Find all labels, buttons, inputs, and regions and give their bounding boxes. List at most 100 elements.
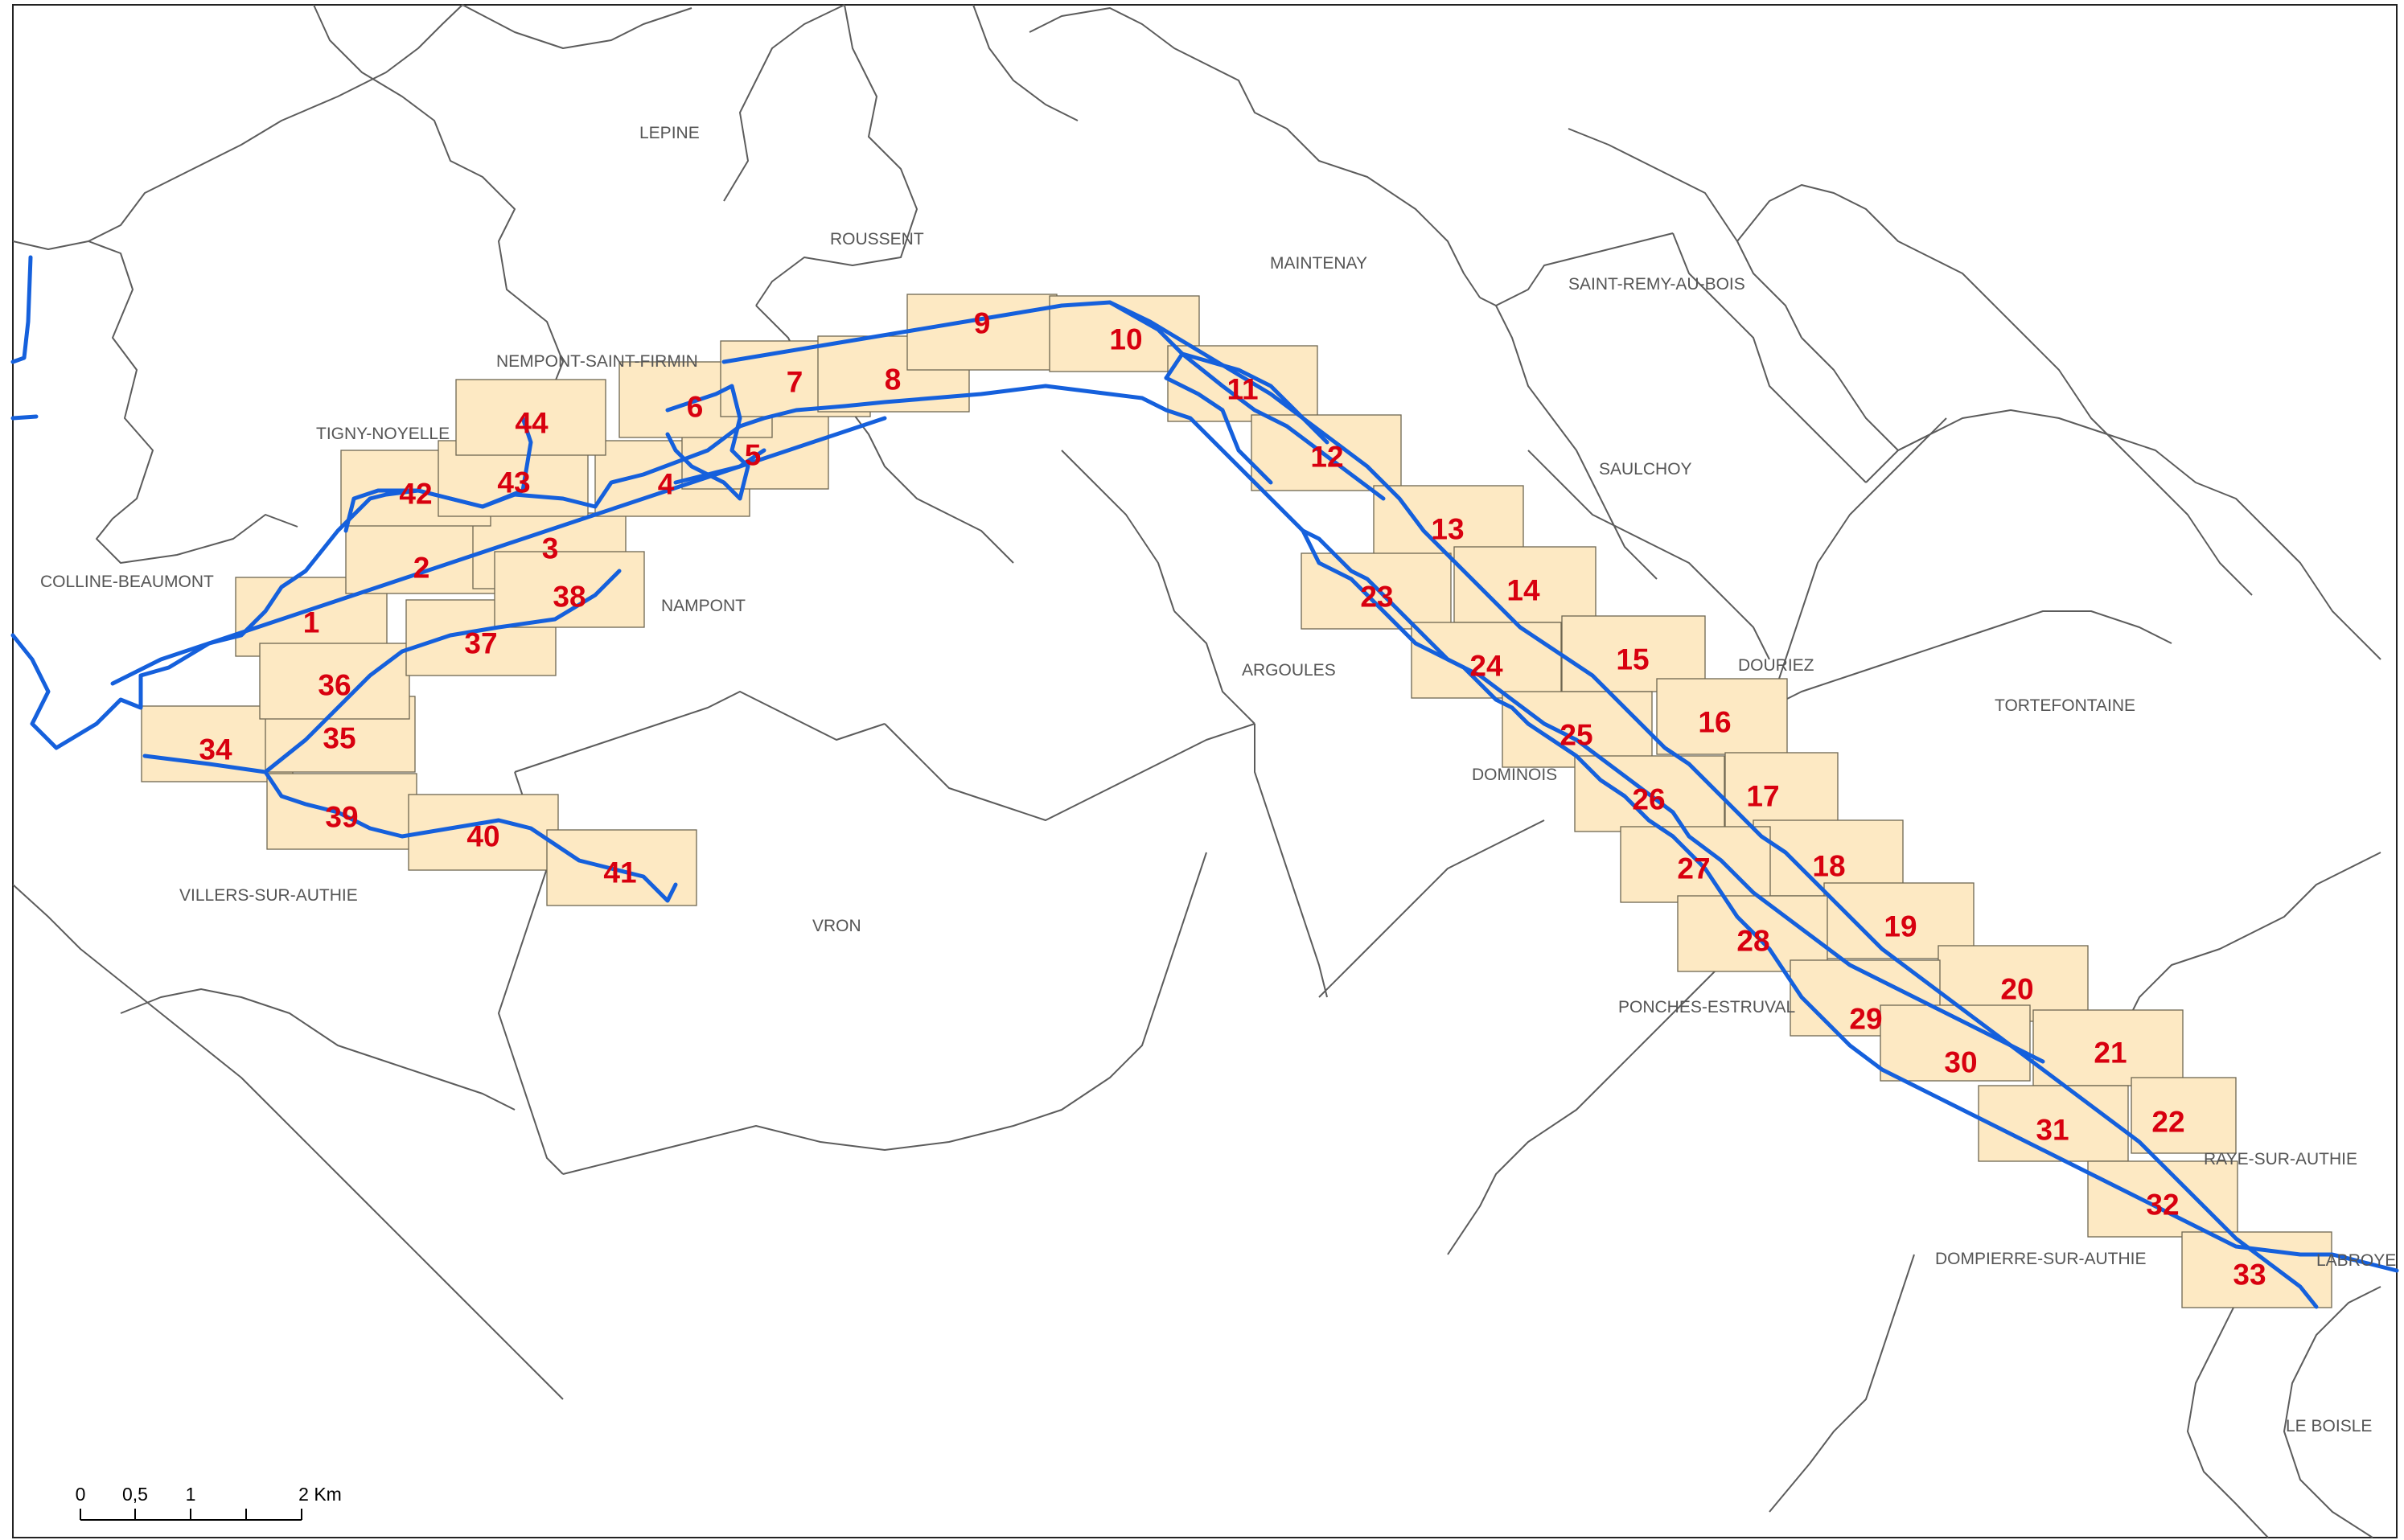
tile-label-14: 14 — [1506, 574, 1540, 607]
commune-label-dominois: DOMINOIS — [1472, 766, 1557, 784]
tile-label-37: 37 — [464, 627, 497, 660]
tile-label-17: 17 — [1746, 780, 1779, 813]
scale-tick-0: 0 — [76, 1484, 86, 1505]
river-6-loop — [665, 384, 750, 501]
commune-label-dompierre-sur-authie: DOMPIERRE-SUR-AUTHIE — [1935, 1250, 2147, 1268]
commune-boundaries — [12, 4, 2381, 1538]
commune-label-douriez: DOURIEZ — [1738, 656, 1814, 675]
tile-label-24: 24 — [1469, 650, 1503, 683]
tile-label-44: 44 — [515, 407, 549, 440]
commune-label-nempont-saint-firmin: NEMPONT-SAINT-FIRMIN — [496, 352, 698, 371]
tile-label-31: 31 — [2036, 1114, 2069, 1147]
tile-label-23: 23 — [1360, 581, 1393, 614]
commune-label-ponches-estruval: PONCHES-ESTRUVAL — [1618, 998, 1795, 1016]
map-tile-9 — [906, 294, 1058, 371]
river-layer — [10, 255, 2399, 1309]
map-tile-21 — [2032, 1009, 2184, 1086]
tile-label-29: 29 — [1849, 1003, 1882, 1036]
river-channel-center — [1180, 351, 1386, 501]
tile-label-30: 30 — [1944, 1046, 1977, 1079]
commune-label-saint-remy-au-bois: SAINT-REMY-AU-BOIS — [1568, 275, 1745, 294]
map-tile-24 — [1411, 622, 1562, 699]
map-tile-16 — [1656, 678, 1788, 755]
tile-label-6: 6 — [687, 391, 704, 424]
tile-label-42: 42 — [399, 478, 432, 511]
tile-label-22: 22 — [2151, 1106, 2184, 1139]
river-authie — [10, 384, 2399, 1273]
commune-label-labroye: LABROYE — [2316, 1251, 2396, 1270]
map-tile-31 — [1978, 1085, 2129, 1162]
tile-label-28: 28 — [1736, 925, 1769, 958]
tile-label-32: 32 — [2146, 1189, 2179, 1222]
scale-tick-1: 1 — [186, 1484, 196, 1505]
map-tile-36 — [259, 643, 410, 720]
commune-label-le-boisle: LE BOISLE — [2286, 1417, 2372, 1435]
map-tile-32 — [2087, 1160, 2238, 1238]
scale-bar: 0 0,5 1 2 Km — [76, 1484, 342, 1521]
commune-label-tortefontaine: TORTEFONTAINE — [1995, 696, 2135, 715]
river-5-cut — [673, 448, 766, 485]
tile-label-21: 21 — [2094, 1037, 2127, 1070]
tile-label-33: 33 — [2233, 1259, 2266, 1292]
tile-label-5: 5 — [745, 439, 762, 472]
river-west-stub-2 — [10, 414, 39, 421]
tile-label-19: 19 — [1884, 910, 1917, 943]
commune-label-lepine: LEPINE — [639, 124, 700, 142]
tile-label-20: 20 — [2000, 973, 2033, 1006]
commune-label-tigny-noyelle: TIGNY-NOYELLE — [316, 425, 450, 443]
tile-label-12: 12 — [1310, 441, 1343, 474]
commune-label-colline-beaumont: COLLINE-BEAUMONT — [40, 573, 214, 591]
commune-labels: LEPINE ROUSSENT MAINTENAY SAINT-REMY-AU-BOI… — [40, 124, 2396, 1435]
map-tile-38 — [494, 551, 645, 628]
tile-label-15: 15 — [1616, 643, 1649, 676]
river-canal-north — [110, 416, 887, 686]
map-tile-39 — [266, 773, 417, 850]
tile-label-8: 8 — [885, 363, 902, 396]
tile-label-10: 10 — [1109, 323, 1142, 356]
river-west-stub — [10, 255, 33, 364]
river-11-line — [1180, 351, 1329, 445]
tile-label-9: 9 — [974, 307, 991, 340]
tile-label-38: 38 — [553, 581, 586, 614]
river-35-37 — [263, 569, 622, 774]
tile-label-3: 3 — [542, 532, 559, 565]
tile-label-2: 2 — [413, 552, 430, 585]
tile-label-4: 4 — [658, 468, 675, 501]
tile-label-34: 34 — [199, 733, 232, 766]
tile-label-41: 41 — [603, 856, 636, 889]
tile-label-35: 35 — [323, 722, 355, 755]
commune-label-nampont: NAMPONT — [661, 597, 746, 615]
commune-label-roussent: ROUSSENT — [830, 230, 924, 248]
commune-label-argoules: ARGOULES — [1242, 661, 1336, 680]
river-south-branch — [1301, 528, 2045, 1064]
map-tile-22 — [2131, 1077, 2237, 1154]
tile-label-18: 18 — [1812, 850, 1845, 883]
commune-label-vron: VRON — [812, 917, 861, 935]
tile-label-39: 39 — [325, 801, 358, 834]
tile-label-43: 43 — [497, 466, 530, 499]
commune-label-saulchoy: SAULCHOY — [1599, 460, 1692, 478]
tile-label-13: 13 — [1431, 513, 1464, 546]
river-southwest — [142, 754, 678, 903]
tile-layer — [141, 294, 2332, 1308]
scale-tick-0-5: 0,5 — [122, 1484, 148, 1505]
tile-label-27: 27 — [1677, 852, 1710, 885]
river-10-11 — [1107, 300, 1185, 380]
river-42-43 — [343, 416, 533, 533]
map-tile-17 — [1724, 752, 1839, 829]
tile-label-26: 26 — [1632, 783, 1665, 816]
commune-label-villers-sur-authie: VILLERS-SUR-AUTHIE — [179, 886, 358, 905]
tile-label-25: 25 — [1560, 719, 1592, 752]
river-11-arc — [1164, 376, 1273, 485]
scale-tick-2km: 2 Km — [298, 1484, 342, 1505]
tile-label-36: 36 — [318, 669, 351, 702]
tile-label-11: 11 — [1227, 373, 1258, 406]
tile-label-16: 16 — [1698, 706, 1731, 739]
tile-label-7: 7 — [787, 366, 803, 399]
commune-label-maintenay: MAINTENAY — [1270, 254, 1367, 273]
tile-label-1: 1 — [303, 606, 320, 639]
tile-label-40: 40 — [466, 820, 499, 853]
commune-label-raye-sur-authie: RAYE-SUR-AUTHIE — [2204, 1150, 2357, 1168]
